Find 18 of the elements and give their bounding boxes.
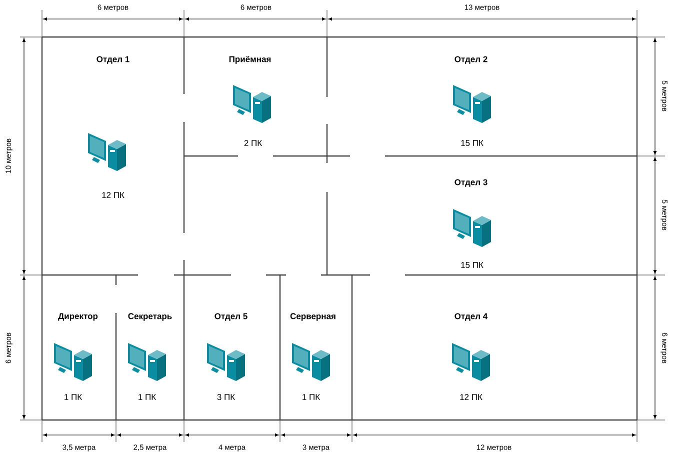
pc-count-label: 15 ПК [461,262,484,268]
room-label: Отдел 2 [454,56,488,64]
room-label: Серверная [290,313,336,321]
pc-count-label: 3 ПК [217,394,236,400]
room-label: Приёмная [229,56,271,64]
pc-count-label: 1 ПК [64,394,82,400]
room-label: Директор [58,313,98,321]
pc-count-label: 15 ПК [461,140,484,146]
room-label: Отдел 4 [454,313,488,321]
room-label: Отдел 3 [454,179,488,187]
pc-count-label: 12 ПК [102,192,124,198]
pc-count-label: 12 ПК [460,394,482,400]
pc-count-label: 1 ПК [138,394,156,400]
room-label: Отдел 1 [96,56,130,64]
room-label: Секретарь [128,313,172,321]
pc-count-label: 2 ПК [244,140,262,146]
pc-count-label: 1 ПК [302,394,320,400]
room-label: Отдел 5 [214,313,248,321]
